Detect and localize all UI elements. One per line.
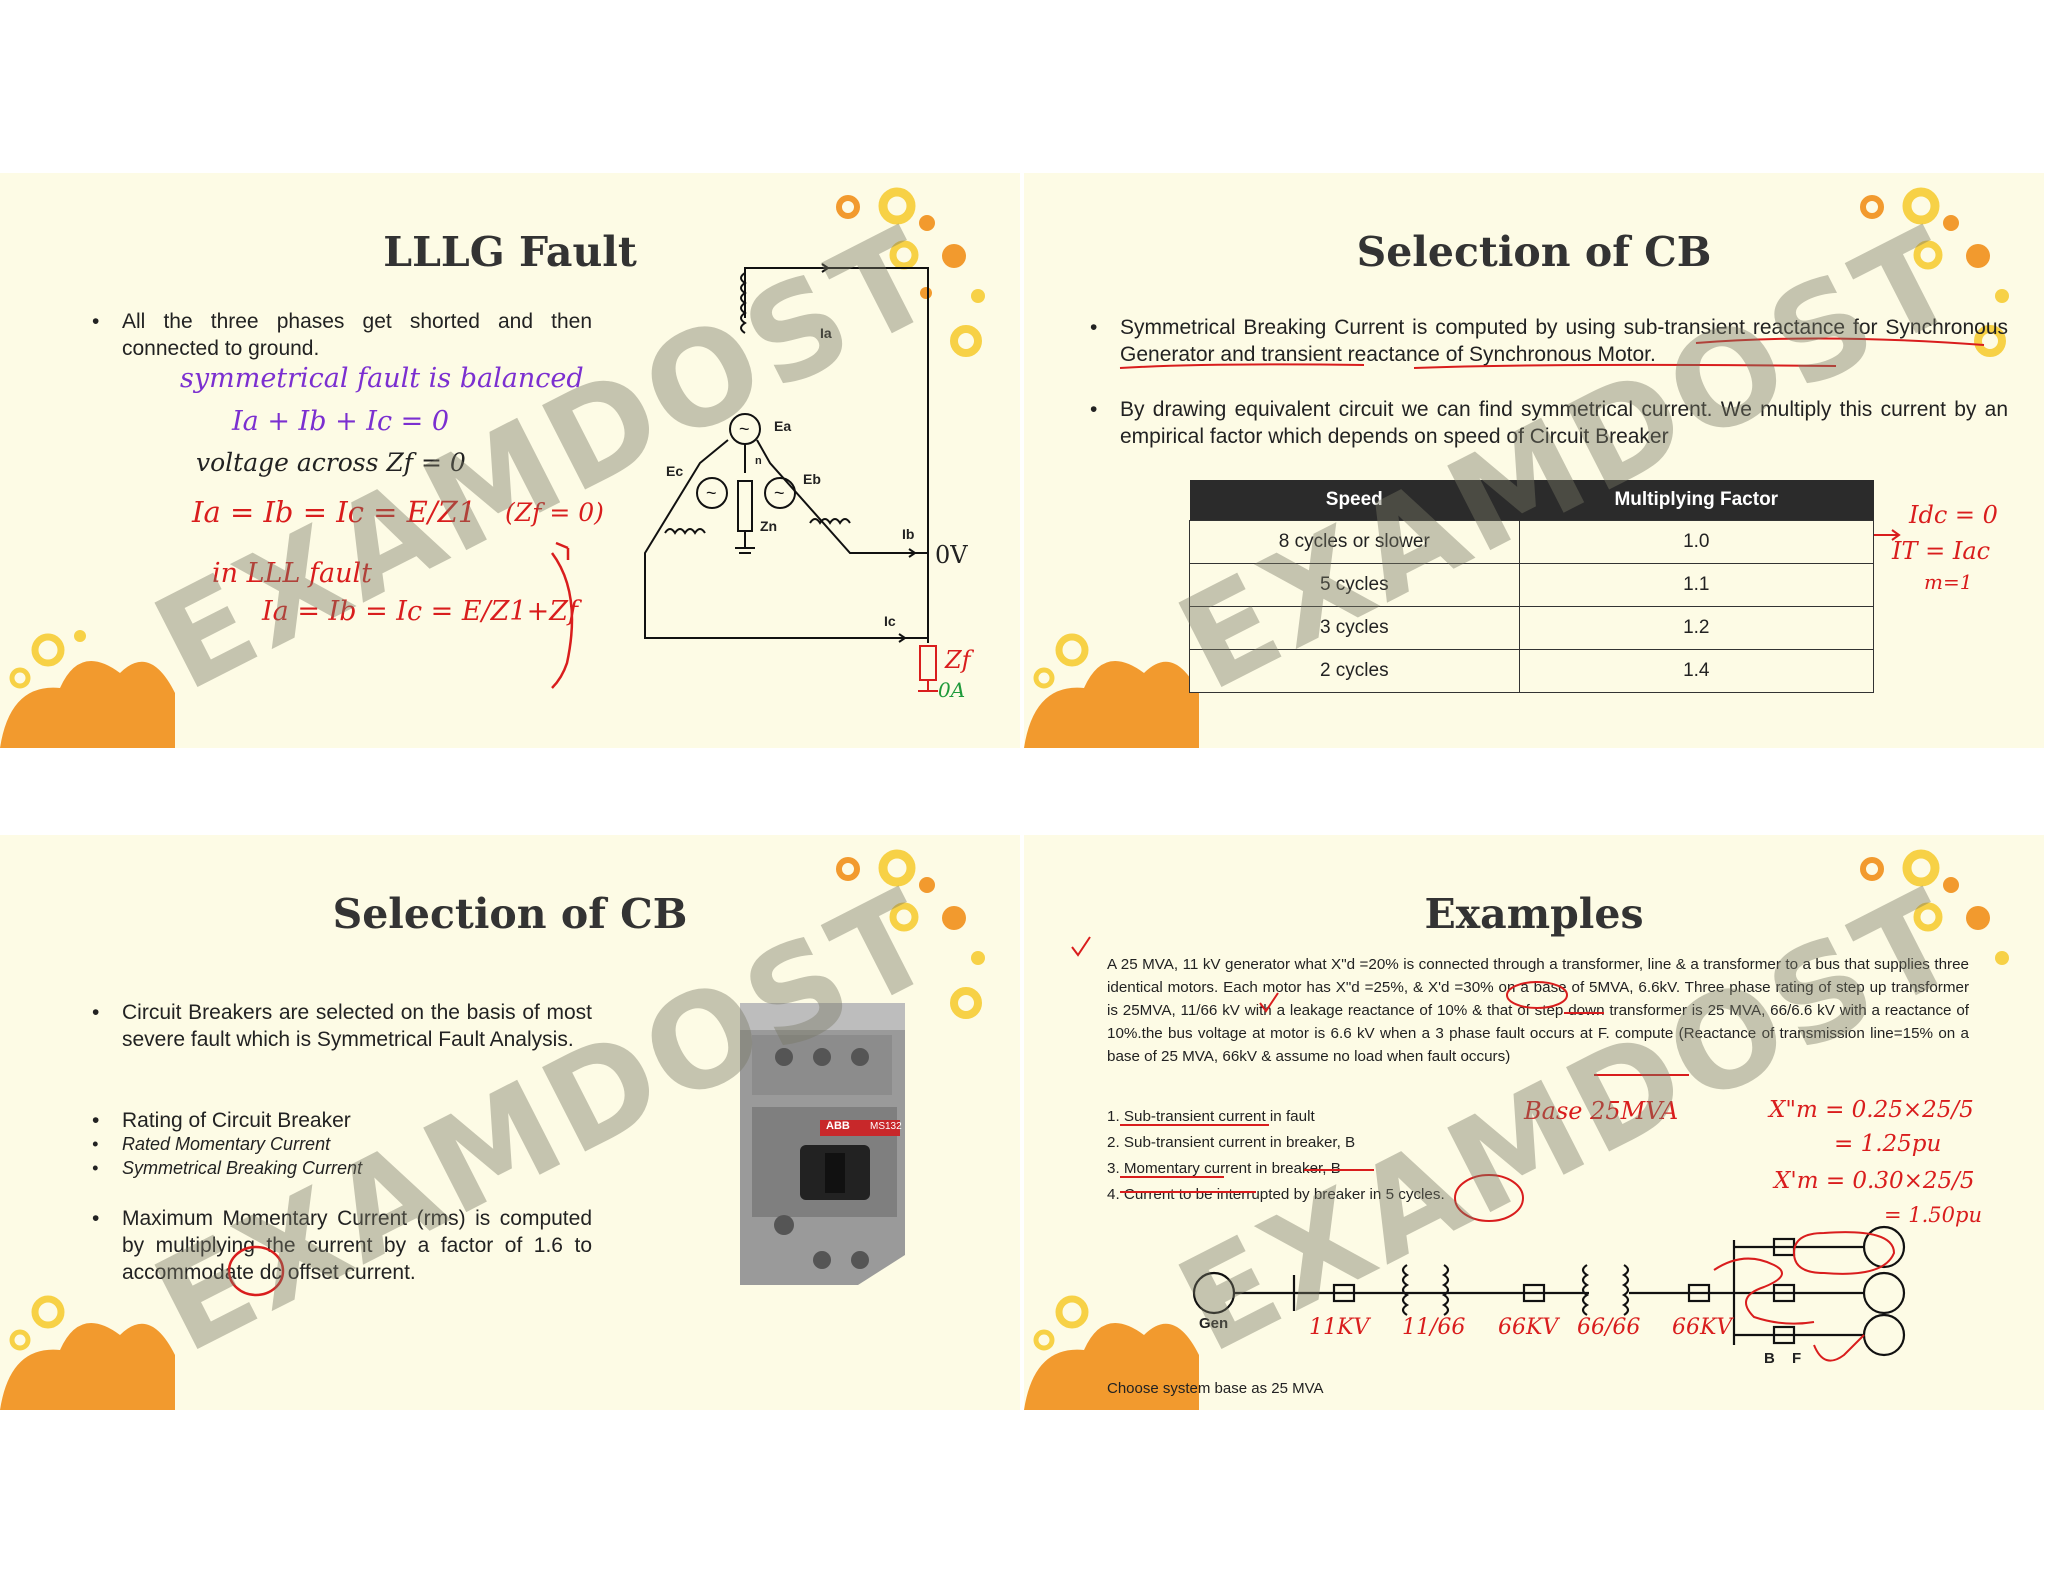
cell: 1.2 xyxy=(1518,606,1875,650)
cell: 5 cycles xyxy=(1189,563,1520,607)
note-m: m=1 xyxy=(1924,570,1973,594)
note-v4: 66/66 xyxy=(1577,1315,1641,1340)
note-v1: 11KV xyxy=(1309,1315,1370,1340)
label-b: B xyxy=(1764,1350,1775,1367)
note-it: IT = Iac xyxy=(1892,537,1991,565)
note-voltage: voltage across Zf = 0 xyxy=(196,448,466,477)
circuit-breaker-image xyxy=(227,1003,905,1297)
note-current-eq: Ia = Ib = Ic = E/Z1 xyxy=(192,495,477,529)
cell: 3 cycles xyxy=(1189,606,1520,650)
bullet-text-1: Symmetrical Breaking Current is computed… xyxy=(1090,314,2008,368)
table-header: Speed xyxy=(1189,480,1520,521)
note-current-sum: Ia + Ib + Ic = 0 xyxy=(232,406,450,437)
slide-examples: Examples A 25 MVA, 11 kV generator what … xyxy=(1024,835,2044,1410)
cell: 1.4 xyxy=(1518,649,1875,693)
bullet-text-2: By drawing equivalent circuit we can fin… xyxy=(1090,396,2008,450)
label-ib: Ib xyxy=(902,526,915,542)
table-header: Multiplying Factor xyxy=(1519,480,1874,521)
note-xm-sub: X"m = 0.25×25/5 xyxy=(1769,1097,1974,1123)
multiplying-factor-table: Speed Multiplying Factor 8 cycles or slo… xyxy=(1189,480,1875,693)
question-3: 3. Momentary current in breaker, B xyxy=(1107,1160,1341,1177)
note-0a: 0A xyxy=(938,678,966,702)
slide-lllg-fault: LLLG Fault All the three phases get shor… xyxy=(0,173,1020,748)
question-2: 2. Sub-transient current in breaker, B xyxy=(1107,1134,1356,1151)
note-xm-sub-result: = 1.25pu xyxy=(1834,1131,1942,1157)
slide-selection-cb-table: Selection of CB Symmetrical Breaking Cur… xyxy=(1024,173,2044,748)
bullet-text-4: Symmetrical Breaking Current xyxy=(92,1156,592,1180)
slide-title: Selection of CB xyxy=(1356,228,1712,276)
note-idc: Idc = 0 xyxy=(1909,501,1998,529)
note-lll-fault: in LLL fault xyxy=(212,558,372,589)
brand-label: ABB xyxy=(826,1120,850,1132)
label-ia: Ia xyxy=(820,325,832,341)
label-ea: Ea xyxy=(774,418,792,434)
cell: 1.0 xyxy=(1518,520,1875,564)
slide-title: Examples xyxy=(1424,890,1644,938)
label-f: F xyxy=(1792,1350,1802,1367)
svg-text:~: ~ xyxy=(774,483,785,503)
svg-text:~: ~ xyxy=(706,483,717,503)
note-xm-trans-result: = 1.50pu xyxy=(1884,1203,1982,1227)
label-n: n xyxy=(755,455,762,467)
bullet-text-1: Circuit Breakers are selected on the bas… xyxy=(92,999,592,1053)
svg-text:~: ~ xyxy=(739,419,750,439)
label-ec: Ec xyxy=(666,463,684,479)
note-v2: 11/66 xyxy=(1402,1315,1466,1340)
note-current-zf: Ia = Ib = Ic = E/Z1+Zf xyxy=(262,596,578,627)
note-xm-trans: X'm = 0.30×25/5 xyxy=(1774,1168,1975,1194)
question-4: 4. Current to be interrupted by breaker … xyxy=(1107,1186,1445,1203)
cell: 2 cycles xyxy=(1189,649,1520,693)
footer-text: Choose system base as 25 MVA xyxy=(1107,1380,1324,1397)
note-v3: 66KV xyxy=(1498,1315,1559,1340)
note-zf-label: Zf xyxy=(945,646,971,674)
note-zf-zero: (Zf = 0) xyxy=(505,498,604,527)
slide-title: Selection of CB xyxy=(332,890,688,938)
bullet-text-3: Rated Momentary Current xyxy=(92,1132,592,1156)
label-gen: Gen xyxy=(1199,1315,1229,1332)
cell: 1.1 xyxy=(1518,563,1875,607)
bullet-text-2: Rating of Circuit Breaker xyxy=(92,1107,592,1134)
problem-statement: A 25 MVA, 11 kV generator what X"d =20% … xyxy=(1107,956,1969,1065)
cell: 8 cycles or slower xyxy=(1189,520,1520,564)
slide-selection-cb-breaker: Selection of CB Circuit Breakers are sel… xyxy=(0,835,1020,1410)
model-label: MS132 xyxy=(870,1121,902,1132)
single-line-diagram xyxy=(1071,936,1906,1362)
label-eb: Eb xyxy=(803,471,821,487)
label-ic: Ic xyxy=(884,613,896,629)
note-symmetrical: symmetrical fault is balanced xyxy=(180,363,584,394)
label-zn: Zn xyxy=(760,518,778,534)
note-0v: 0V xyxy=(935,541,968,569)
three-phase-circuit-diagram: ~ ~ ~ xyxy=(550,263,938,692)
slide-title: LLLG Fault xyxy=(383,228,637,276)
bullet-text: All the three phases get shorted and the… xyxy=(92,308,592,362)
note-v5: 66KV xyxy=(1672,1315,1733,1340)
note-base: Base 25MVA xyxy=(1524,1097,1679,1125)
question-1: 1. Sub-transient current in fault xyxy=(1107,1108,1315,1125)
